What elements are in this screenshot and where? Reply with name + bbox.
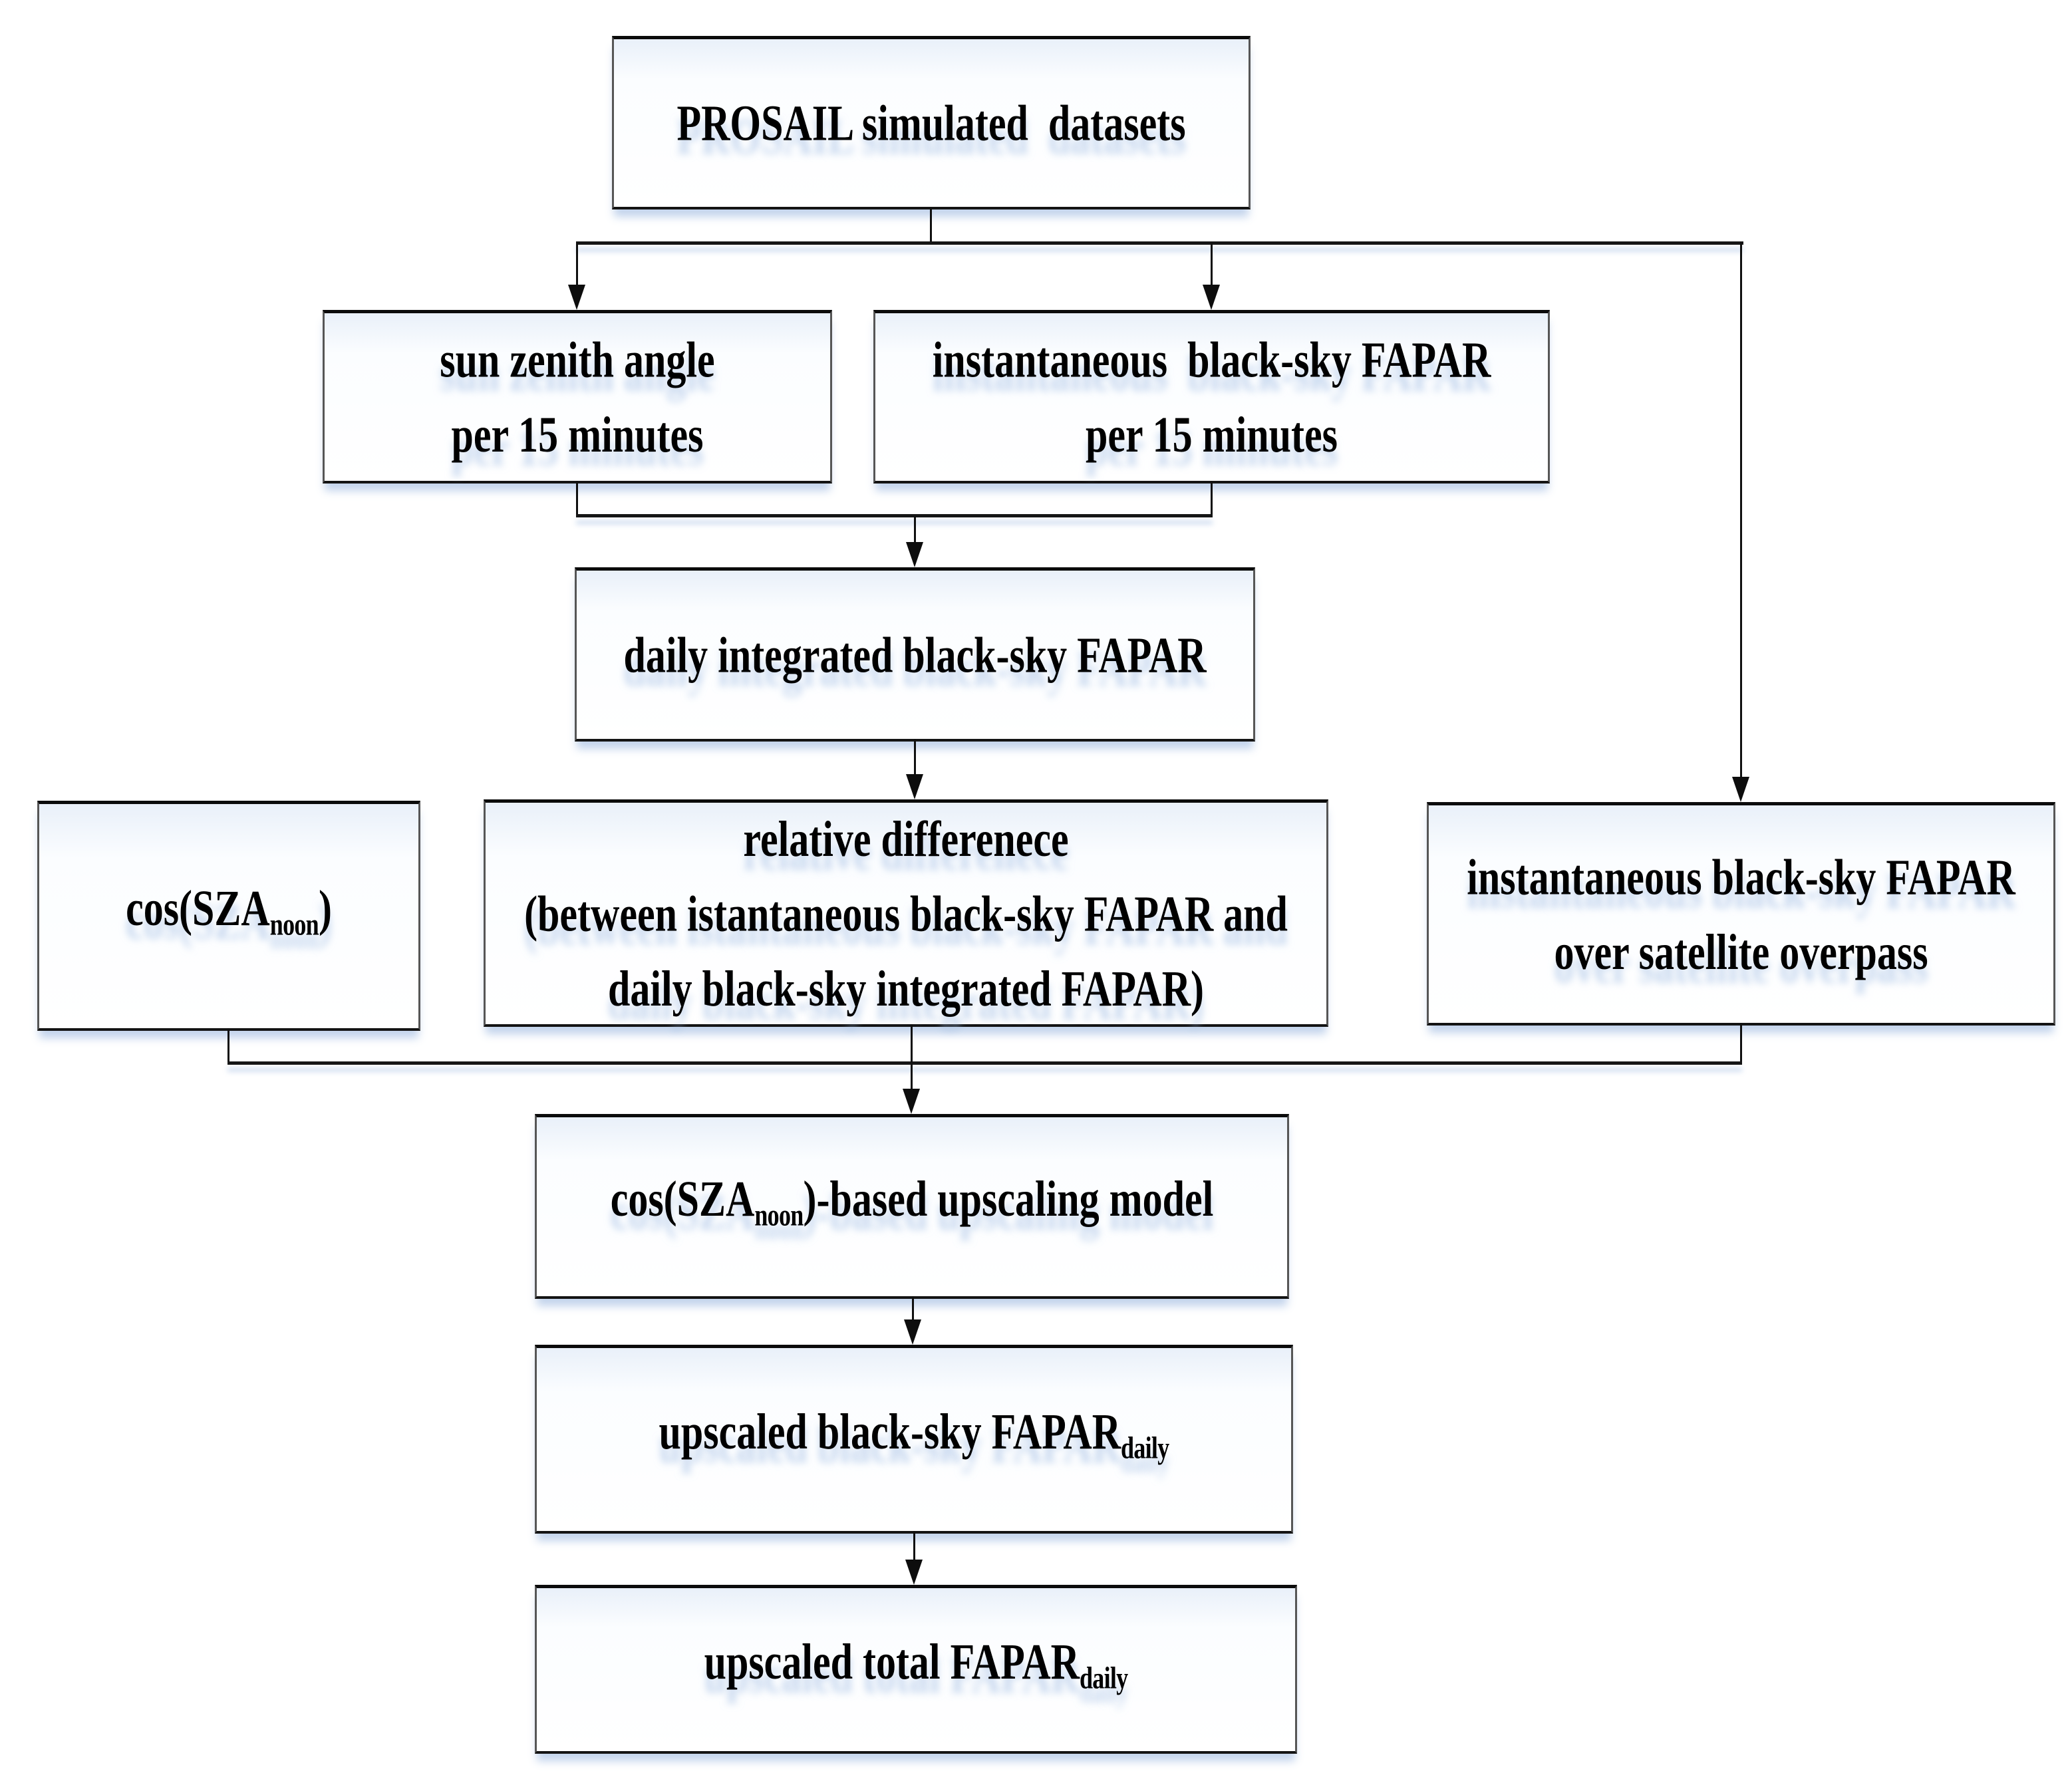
node-label: instantaneous black-sky FAPAR over satell… xyxy=(1429,839,2053,989)
node-relative-difference: relative differenece (between istantaneou… xyxy=(484,799,1328,1027)
connector-to-relative-difference xyxy=(914,739,916,776)
node-sun-zenith-angle: sun zenith angle per 15 minutes xyxy=(323,310,832,483)
connector-to-upscaled-total xyxy=(913,1531,915,1562)
node-label: cos(SZAnoon)-based upscaling model xyxy=(537,1161,1287,1253)
arrow-down-head xyxy=(904,1319,921,1345)
node-prosail-simulated-datasets: PROSAIL simulated datasets xyxy=(612,36,1251,209)
connector-to-upscaled-blacksky xyxy=(912,1296,914,1321)
node-label-line: PROSAIL simulated datasets xyxy=(676,94,1186,152)
node-label-line: upscaled total FAPARdaily xyxy=(704,1633,1129,1695)
connector-branch-line-top xyxy=(576,241,1743,245)
node-label-line: daily integrated black-sky FAPAR xyxy=(623,626,1207,683)
node-fapar-satellite-overpass: instantaneous black-sky FAPAR over satell… xyxy=(1427,802,2055,1026)
node-label-line: instantaneous black-sky FAPAR xyxy=(1467,848,2015,905)
node-label: daily integrated black-sky FAPAR xyxy=(577,617,1253,692)
node-label: sun zenith angle per 15 minutes xyxy=(325,322,830,472)
node-label-line: sun zenith angle xyxy=(440,331,715,388)
node-label-line: relative differenece xyxy=(743,810,1069,867)
node-cos-sza-noon: cos(SZAnoon) xyxy=(37,801,420,1031)
node-upscaled-total-fapar-daily: upscaled total FAPARdaily xyxy=(535,1585,1297,1754)
node-daily-integrated-fapar: daily integrated black-sky FAPAR xyxy=(575,567,1255,742)
node-upscaled-blacksky-fapar-daily: upscaled black-sky FAPARdaily xyxy=(535,1345,1293,1534)
connector-cos-stub xyxy=(227,1028,229,1064)
node-label-line: daily black-sky integrated FAPAR) xyxy=(607,960,1205,1017)
connector-prosail-stem xyxy=(930,208,932,243)
node-label-line: cos(SZAnoon) xyxy=(126,879,332,942)
connector-to-upscaling-model xyxy=(911,1024,913,1091)
node-label: upscaled black-sky FAPARdaily xyxy=(537,1394,1291,1486)
arrow-down-head xyxy=(903,1089,920,1114)
arrow-down-head xyxy=(568,285,585,310)
connector-instantaneous-stub xyxy=(1211,481,1213,517)
node-label-line: instantaneous black-sky FAPAR xyxy=(932,331,1491,388)
connector-to-satellite-overpass xyxy=(1740,243,1742,780)
node-label: PROSAIL simulated datasets xyxy=(614,86,1249,161)
connector-sun-zenith-stub xyxy=(576,481,578,517)
connector-merge-line-row2 xyxy=(576,514,1213,517)
node-label-line: per 15 minutes xyxy=(451,406,704,463)
node-label: cos(SZAnoon) xyxy=(39,871,418,962)
node-label: relative differenece (between istantaneou… xyxy=(486,801,1326,1026)
node-label-line: cos(SZAnoon)-based upscaling model xyxy=(610,1170,1214,1232)
arrow-down-head xyxy=(906,542,923,567)
node-label: upscaled total FAPARdaily xyxy=(537,1624,1295,1716)
node-label-line: (between istantaneous black-sky FAPAR an… xyxy=(524,885,1288,942)
arrow-down-head xyxy=(906,774,923,799)
arrow-down-head xyxy=(905,1560,923,1585)
node-label-line: per 15 minutes xyxy=(1086,406,1338,463)
node-upscaling-model: cos(SZAnoon)-based upscaling model xyxy=(535,1114,1289,1299)
node-label: instantaneous black-sky FAPAR per 15 minu… xyxy=(875,322,1548,472)
connector-to-instantaneous-15min xyxy=(1211,243,1213,288)
arrow-down-head xyxy=(1203,285,1220,310)
node-label-line: over satellite overpass xyxy=(1554,923,1928,980)
connector-to-daily-integrated xyxy=(914,516,916,545)
arrow-down-head xyxy=(1732,777,1749,802)
node-instantaneous-fapar-15min: instantaneous black-sky FAPAR per 15 minu… xyxy=(873,310,1550,483)
connector-satellite-stub xyxy=(1740,1023,1742,1064)
connector-merge-line-row3 xyxy=(227,1061,1742,1065)
node-label-line: upscaled black-sky FAPARdaily xyxy=(659,1403,1170,1465)
connector-to-sun-zenith xyxy=(576,243,578,288)
